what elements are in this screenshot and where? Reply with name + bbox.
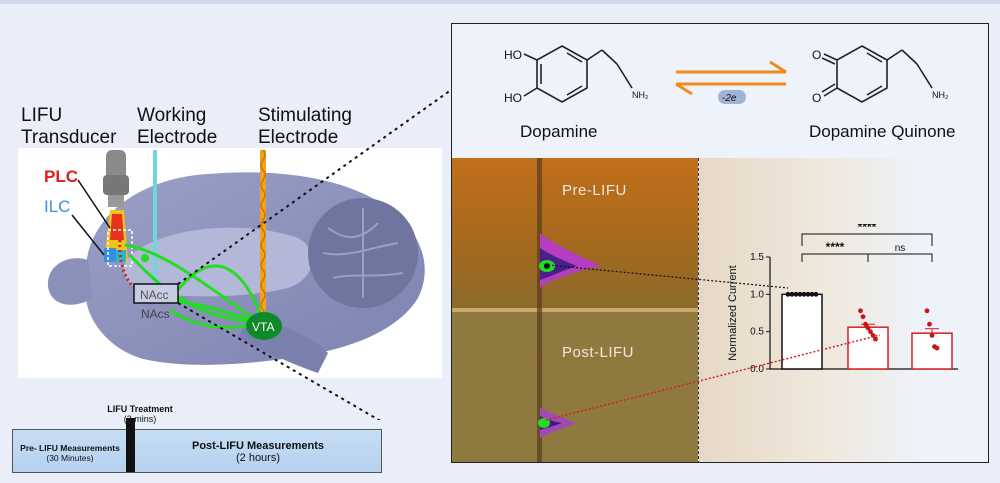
detail-panel: HO HO NH₂ -2e O O NH₂ Dopamine Do [451,23,989,463]
post-measurements-label: Post-LIFU Measurements (2 hours) [191,440,325,464]
significance-bracket [867,253,933,262]
ilc-pointer [71,214,105,256]
data-point [868,329,873,335]
data-point [927,321,932,327]
quinone-o-top: O [812,48,821,62]
heatmap-divider [698,158,699,462]
data-point [934,345,940,351]
circuit-overlay: NAcc NAcs VTA [71,89,451,420]
nacs-label: NAcs [141,307,170,321]
y-axis-label: Normalized Current [727,265,739,360]
dopamine-ho-bottom: HO [504,91,522,105]
data-point [785,291,791,297]
vta-label: VTA [252,320,274,334]
data-point [860,314,866,320]
data-point [865,325,871,331]
treatment-bar [126,418,135,472]
top-border [0,0,1000,4]
data-point [813,291,819,297]
pre-lifu-label: Pre-LIFU [562,182,627,199]
data-point [793,291,799,297]
pre-measurements-label: Pre- LIFU Measurements (30 Minutes) [20,443,120,463]
stimulating-electrode [260,149,266,322]
measurement-timeline: Pre- LIFU Measurements (30 Minutes) Post… [12,418,382,473]
pathway-node [141,254,149,262]
dopamine-amine: NH₂ [632,90,649,100]
ilc-label: ILC [44,197,71,216]
data-point [789,291,795,297]
bar [847,326,889,370]
data-point [805,291,811,297]
dopamine-ho-top: HO [504,48,522,62]
zoom-leader-bottom [177,302,381,420]
dopamine-structure [523,45,633,103]
data-point [809,291,815,297]
brain-illustration-card [18,148,442,378]
significance-label: **** [826,240,845,254]
post-lifu-heatmap [452,312,698,462]
y-tick-label: 1.5 [750,252,764,263]
target-region-outline [107,229,133,267]
reaction-diagram: HO HO NH₂ -2e O O NH₂ [504,45,949,105]
data-point [924,308,930,314]
y-tick-label: 1.0 [750,289,764,300]
plc-pointer [77,179,111,229]
voltammetry-heatmaps [452,158,698,462]
vta-node [246,312,282,340]
quinone-amine: NH₂ [932,90,949,100]
ultrasound-beam [104,210,128,262]
data-point [801,291,807,297]
olfactory-bulb [47,258,93,305]
significance-label: **** [858,224,877,234]
plc-label: PLC [44,167,78,186]
lifu-transducer-icon [103,150,129,207]
data-point [873,336,878,342]
data-point [929,333,935,338]
equilibrium-arrow [675,60,787,96]
dopamine-name: Dopamine [520,122,598,141]
significance-bracket [801,253,869,262]
electron-badge [718,90,746,104]
pre-lifu-heatmap [452,158,698,310]
data-point [858,308,863,314]
sagittal-brain-diagram [47,172,425,373]
quinone-name: Dopamine Quinone [809,122,956,141]
nacc-label: NAcc [140,288,169,302]
data-point [797,291,803,297]
quinone-o-bottom: O [812,91,821,105]
y-tick-label: 0.0 [750,364,764,375]
quinone-structure [821,45,933,103]
treatment-label: LIFU Treatment (2 mins) [107,404,173,424]
bar [781,293,823,370]
significance-label: ns [895,243,906,254]
data-point [863,321,868,327]
nacc-box [133,283,179,304]
y-tick-label: 0.5 [750,327,764,338]
post-lifu-label: Post-LIFU [562,344,635,361]
bar [911,332,953,370]
significance-bracket [801,233,933,246]
electron-label: -2e [722,93,737,104]
pathway-node [178,296,186,304]
green-pathways [124,243,264,329]
